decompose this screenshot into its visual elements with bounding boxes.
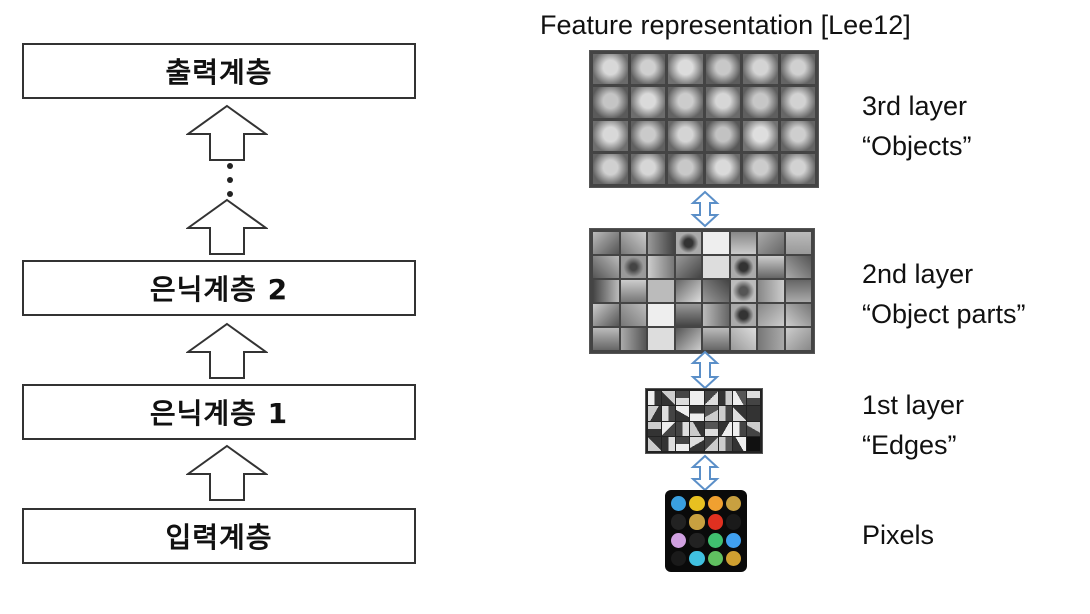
up-arrow-icon xyxy=(186,198,268,255)
pixel-dot xyxy=(725,514,741,530)
first-layer-desc: “Edges” xyxy=(862,430,957,460)
hidden-layer-2-box: 은닉계층 2 xyxy=(22,260,416,316)
input-layer-box: 입력계층 xyxy=(22,508,416,564)
pixel-dot xyxy=(725,532,741,548)
pixel-dot xyxy=(671,496,687,512)
output-layer-box: 출력계층 xyxy=(22,43,416,99)
second-layer-name: 2nd layer xyxy=(862,259,974,289)
hidden-layer-1-box: 은닉계층 1 xyxy=(22,384,416,440)
up-arrow-icon xyxy=(186,104,268,161)
objects-feature-panel xyxy=(589,50,819,188)
hidden-layer-2-label: 은닉계층 2 xyxy=(149,273,289,306)
first-layer-name: 1st layer xyxy=(862,390,965,420)
third-layer-label: 3rd layer “Objects” xyxy=(862,86,972,166)
third-layer-name: 3rd layer xyxy=(862,91,968,121)
pixel-dot xyxy=(671,514,687,530)
pixels-label: Pixels xyxy=(862,515,934,555)
second-layer-desc: “Object parts” xyxy=(862,299,1026,329)
pixel-dot xyxy=(707,532,723,548)
second-layer-label: 2nd layer “Object parts” xyxy=(862,254,1026,334)
up-arrow-icon xyxy=(186,444,268,501)
pixel-dot xyxy=(707,550,723,566)
bidirectional-arrow-icon xyxy=(690,454,720,492)
edges-feature-panel xyxy=(645,388,763,454)
bidirectional-arrow-icon xyxy=(690,350,720,390)
hidden-layer-1-label: 은닉계층 1 xyxy=(149,397,289,430)
pixels-panel xyxy=(665,490,747,572)
pixel-dot xyxy=(707,496,723,512)
pixel-dot xyxy=(689,550,705,566)
feature-representation-title: Feature representation [Lee12] xyxy=(540,10,911,40)
pixel-dot xyxy=(689,496,705,512)
first-layer-label: 1st layer “Edges” xyxy=(862,385,964,465)
pixel-dot xyxy=(689,514,705,530)
up-arrow-icon xyxy=(186,322,268,379)
input-layer-label: 입력계층 xyxy=(165,521,273,554)
pixel-dot xyxy=(707,514,723,530)
object-parts-feature-panel xyxy=(589,228,815,354)
pixel-dot xyxy=(725,550,741,566)
third-layer-desc: “Objects” xyxy=(862,131,972,161)
pixel-dot xyxy=(671,532,687,548)
output-layer-label: 출력계층 xyxy=(165,56,273,89)
pixels-name: Pixels xyxy=(862,520,935,550)
bidirectional-arrow-icon xyxy=(690,190,720,228)
pixel-dot xyxy=(689,532,705,548)
ellipsis-icon xyxy=(227,163,233,197)
pixel-dot xyxy=(671,550,687,566)
pixel-dot xyxy=(725,496,741,512)
